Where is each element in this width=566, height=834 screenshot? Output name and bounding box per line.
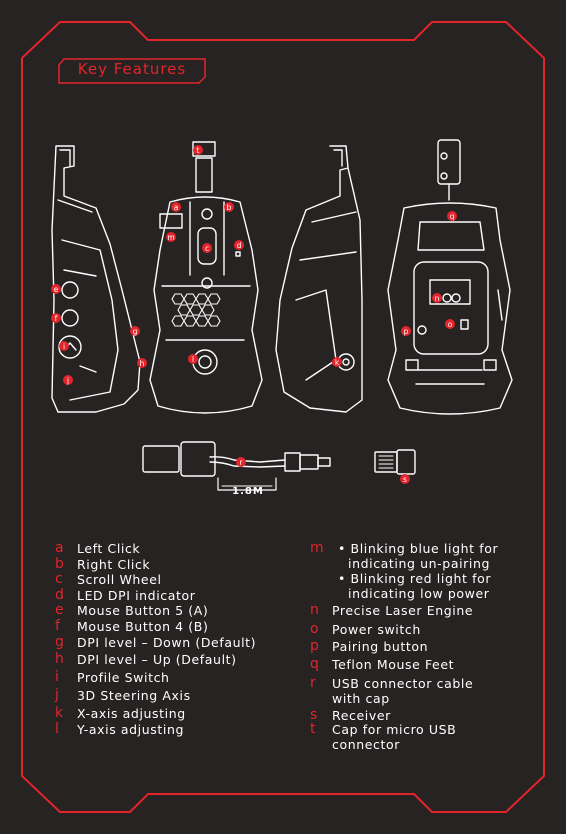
usb-cable [142,441,331,491]
mouse-bottom-view [387,139,513,415]
svg-text:i: i [63,342,65,351]
svg-text:t: t [197,146,200,155]
svg-text:m: m [167,233,174,242]
callout-e: e [51,284,61,294]
callout-q: q [447,211,457,221]
svg-text:s: s [403,475,407,484]
callout-s: s [400,474,410,484]
svg-text:c: c [205,244,209,253]
callout-p: p [401,326,411,336]
mouse-top-view [149,141,263,414]
callout-c: c [202,243,212,253]
svg-text:k: k [335,358,340,367]
svg-text:d: d [237,241,242,250]
callout-t: t [193,145,203,155]
svg-text:b: b [227,203,232,212]
callout-g: g [130,326,140,336]
callout-i: i [59,341,69,351]
callout-l: l [188,354,198,364]
mouse-right-side-view [275,145,363,413]
section-title: Key Features [77,60,187,78]
svg-text:a: a [174,203,179,212]
callout-n: n [432,293,442,303]
legend-item-m: m • Blinking blue light for indicating u… [310,540,499,602]
section-title-badge: Key Features [58,58,206,84]
svg-text:h: h [140,359,145,368]
svg-text:j: j [66,376,69,385]
cable-length-label: 1.8M [232,486,264,497]
callout-markers: a b c d e f g h i j k l m n o p q r s t [51,145,457,484]
svg-text:o: o [448,320,453,329]
svg-text:l: l [192,355,194,364]
legend-item-t: t Cap for micro USB connector [310,721,457,753]
svg-text:e: e [54,285,59,294]
callout-h: h [137,358,147,368]
callout-j: j [63,375,73,385]
callout-f: f [51,313,61,323]
svg-text:n: n [435,294,440,303]
svg-text:g: g [133,327,138,336]
svg-text:p: p [404,327,409,336]
svg-text:f: f [55,314,58,323]
svg-text:q: q [450,212,455,221]
callout-r: r [236,457,246,467]
legend-item-r: r USB connector cable with cap [310,675,474,707]
callout-o: o [445,319,455,329]
callout-d: d [234,240,244,250]
usb-receiver [374,449,416,475]
mouse-left-side-view [51,145,141,413]
callout-k: k [332,357,342,367]
callout-b: b [224,202,234,212]
svg-text:r: r [239,458,243,467]
legend-right-column: m • Blinking blue light for indicating u… [310,541,545,754]
callout-m: m [166,232,176,242]
callout-a: a [171,202,181,212]
title-frame [58,58,206,84]
